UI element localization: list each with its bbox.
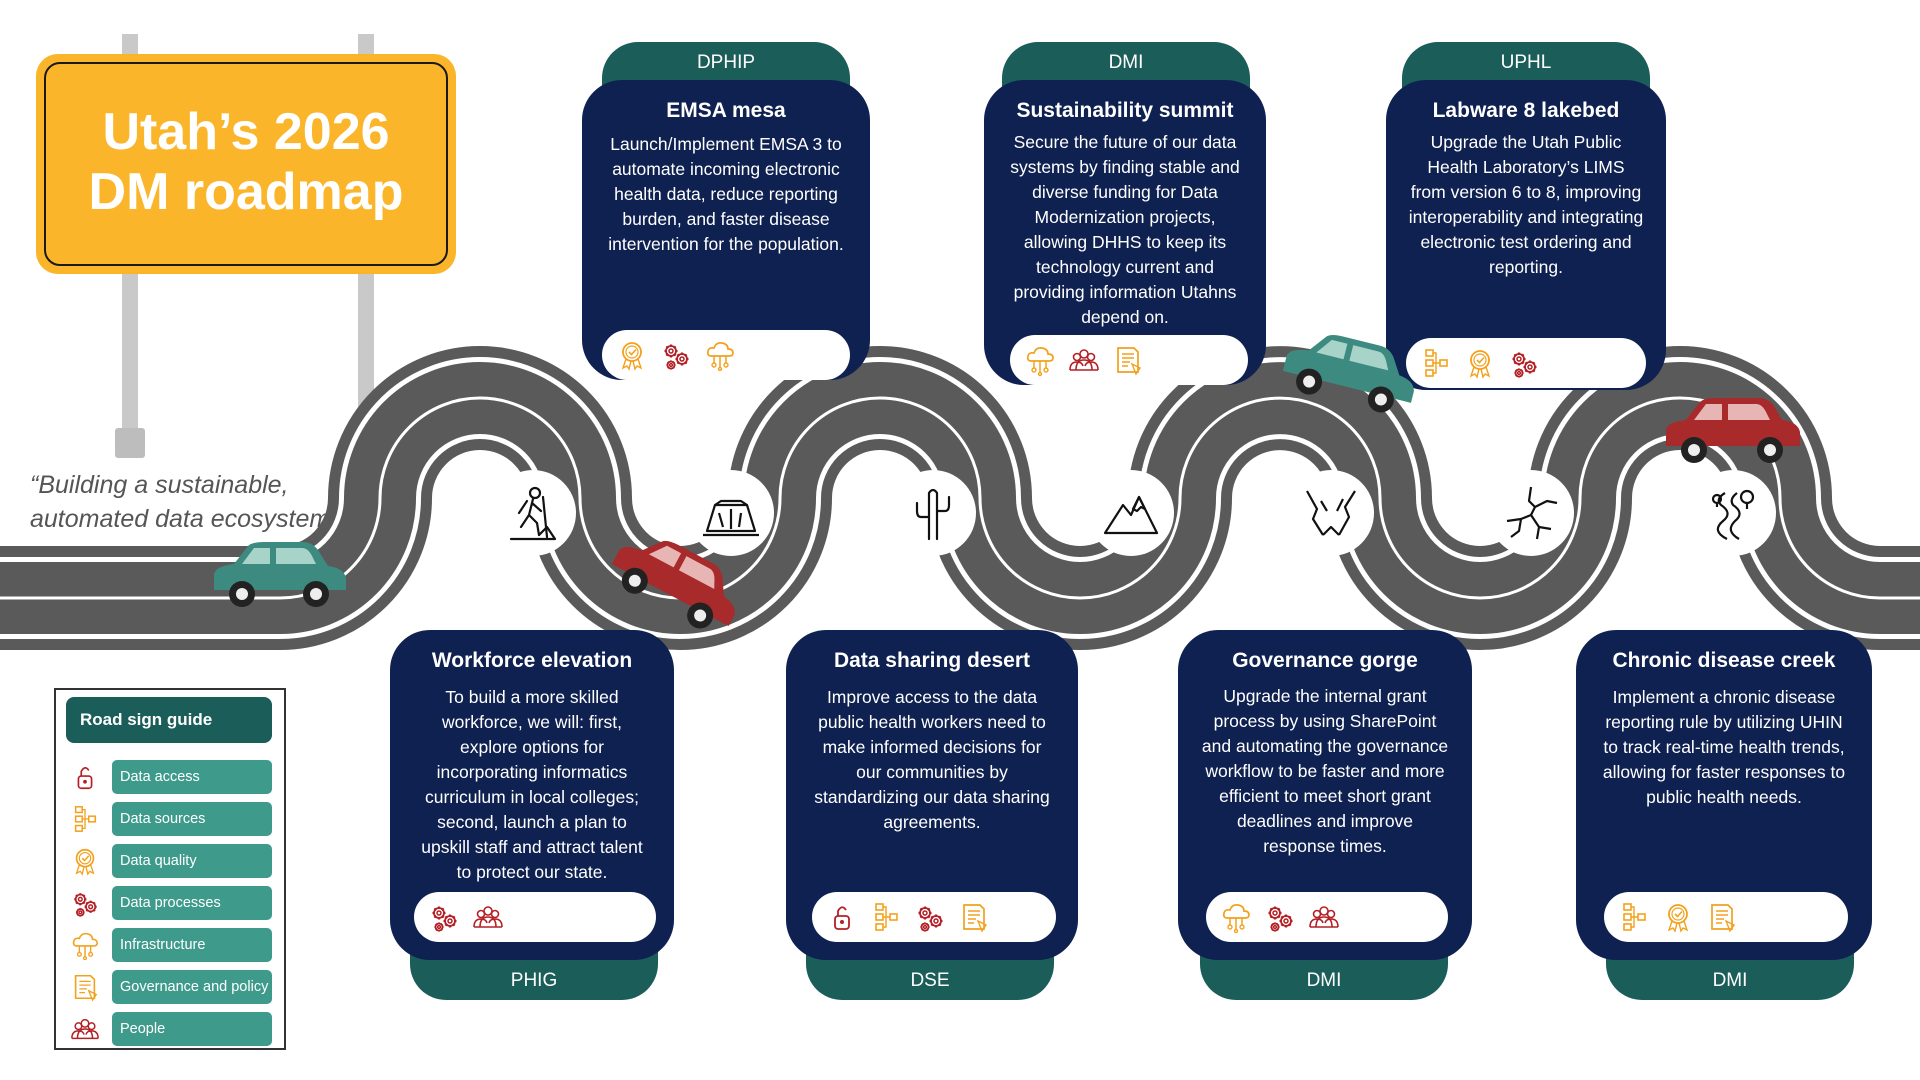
governance-icon xyxy=(1706,901,1738,933)
people-icon xyxy=(70,1014,100,1044)
data-quality-icon xyxy=(1464,347,1496,379)
card-gorge: Governance gorge Upgrade the internal gr… xyxy=(1178,630,1472,960)
infrastructure-icon xyxy=(1220,901,1252,934)
data-processes-icon xyxy=(914,901,946,933)
card-title: Data sharing desert xyxy=(833,649,1031,672)
icon-pill xyxy=(1206,892,1448,942)
page-title: Utah’s 2026 DM roadmap xyxy=(36,102,456,222)
data-sources-icon xyxy=(1420,347,1452,379)
card-title: EMSA mesa xyxy=(666,99,786,122)
card-workforce: Workforce elevation To build a more skil… xyxy=(390,630,674,960)
guide-row-data-sources: Data sources xyxy=(66,802,272,836)
people-icon xyxy=(1308,901,1340,933)
car-red-curve xyxy=(611,540,735,629)
card-body: To build a more skilled workforce, we wi… xyxy=(421,687,643,882)
icon-pill xyxy=(602,330,850,380)
data-sources-icon xyxy=(70,804,100,834)
card-emsa: EMSA mesa Launch/Implement EMSA 3 to aut… xyxy=(582,80,870,380)
icon-pill xyxy=(812,892,1056,942)
guide-title: Road sign guide xyxy=(66,697,272,743)
infrastructure-icon xyxy=(1024,344,1056,377)
card-title: Governance gorge xyxy=(1232,649,1418,672)
card-body: Secure the future of our data systems by… xyxy=(1010,132,1240,327)
guide-row-infrastructure: Infrastructure xyxy=(66,928,272,962)
data-sources-icon xyxy=(870,901,902,933)
title-sign-border xyxy=(44,62,448,266)
infrastructure-icon xyxy=(70,930,100,961)
data-quality-icon xyxy=(616,339,648,371)
guide-label: People xyxy=(112,1012,272,1046)
infrastructure-icon xyxy=(704,339,736,372)
guide-row-governance: Governance and policy xyxy=(66,970,272,1004)
hiker-icon xyxy=(490,470,576,556)
card-body: Upgrade the Utah Public Health Laborator… xyxy=(1408,132,1644,277)
title-sign: Utah’s 2026 DM roadmap xyxy=(36,54,456,274)
governance-icon xyxy=(958,901,990,933)
creek-icon xyxy=(1690,470,1776,556)
card-title: Sustainability summit xyxy=(1016,99,1234,122)
card-body: Improve access to the data public health… xyxy=(814,687,1050,832)
title-line-1: Utah’s 2026 xyxy=(102,103,390,161)
governance-icon xyxy=(1112,344,1144,376)
people-icon xyxy=(472,901,504,933)
gorge-icon xyxy=(1288,470,1374,556)
guide-label: Infrastructure xyxy=(112,928,272,962)
guide-label: Data sources xyxy=(112,802,272,836)
data-access-icon xyxy=(826,901,858,933)
title-line-2: DM roadmap xyxy=(88,163,404,221)
card-labware: Labware 8 lakebed Upgrade the Utah Publi… xyxy=(1386,80,1666,390)
icon-pill xyxy=(1406,338,1646,388)
card-title: Labware 8 lakebed xyxy=(1432,99,1620,122)
car-red-right xyxy=(1666,398,1800,463)
data-access-icon xyxy=(70,762,100,792)
sign-base-left xyxy=(115,428,145,458)
guide-row-people: People xyxy=(66,1012,272,1046)
guide-label: Data quality xyxy=(112,844,272,878)
data-quality-icon xyxy=(1662,901,1694,933)
data-sources-icon xyxy=(1618,901,1650,933)
tagline-quote: “Building a sustainable, automated data … xyxy=(30,471,346,533)
road-sign-guide: Road sign guide Data access Data sources… xyxy=(54,688,286,1050)
card-title: Workforce elevation xyxy=(431,649,633,672)
guide-label: Data processes xyxy=(112,886,272,920)
mesa-icon xyxy=(688,470,774,556)
people-icon xyxy=(1068,344,1100,376)
data-processes-icon xyxy=(428,901,460,933)
icon-pill xyxy=(1604,892,1848,942)
cactus-icon xyxy=(890,470,976,556)
card-creek: Chronic disease creek Implement a chroni… xyxy=(1576,630,1872,960)
guide-label: Governance and policy xyxy=(112,970,272,1004)
icon-pill xyxy=(1010,335,1248,385)
guide-row-data-quality: Data quality xyxy=(66,844,272,878)
car-green-left xyxy=(214,542,346,607)
guide-row-data-processes: Data processes xyxy=(66,886,272,920)
card-title: Chronic disease creek xyxy=(1612,649,1836,672)
governance-icon xyxy=(70,972,100,1002)
mountain-icon xyxy=(1088,470,1174,556)
icon-pill xyxy=(414,892,656,942)
data-processes-icon xyxy=(660,339,692,371)
card-body: Upgrade the internal grant process by us… xyxy=(1201,686,1449,856)
data-quality-icon xyxy=(70,846,100,876)
card-desert: Data sharing desert Improve access to th… xyxy=(786,630,1078,960)
card-body: Launch/Implement EMSA 3 to automate inco… xyxy=(608,134,844,254)
cracked-lakebed-icon xyxy=(1488,470,1574,556)
car-green-hill xyxy=(1282,334,1414,413)
guide-row-data-access: Data access xyxy=(66,760,272,794)
data-processes-icon xyxy=(1508,347,1540,379)
card-body: Implement a chronic disease reporting ru… xyxy=(1602,687,1846,807)
guide-label: Data access xyxy=(112,760,272,794)
data-processes-icon xyxy=(70,888,100,918)
card-sustain: Sustainability summit Secure the future … xyxy=(984,80,1266,385)
data-processes-icon xyxy=(1264,901,1296,933)
